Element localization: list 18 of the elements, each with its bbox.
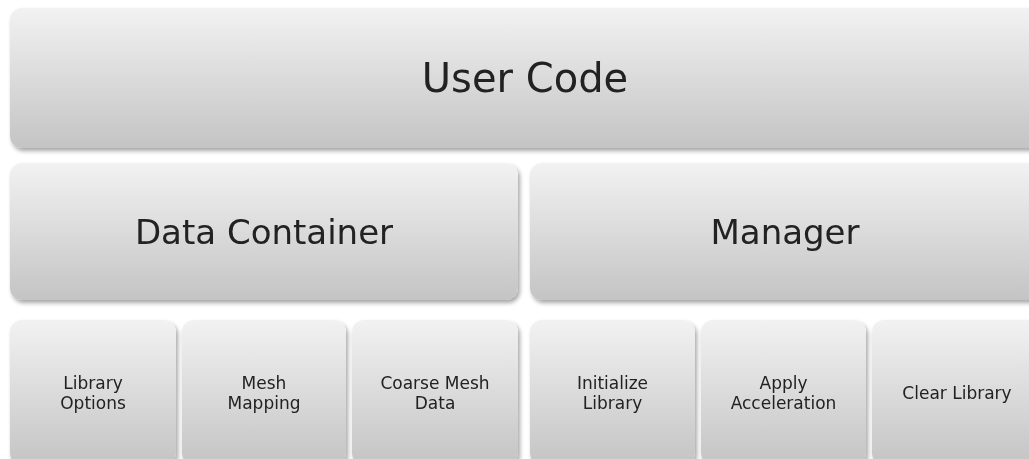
component-block (10, 320, 176, 459)
component-block (352, 320, 518, 459)
component-block (530, 320, 695, 459)
layer-block (530, 163, 1029, 300)
component-block (872, 320, 1029, 459)
block-label: User Code (421, 55, 629, 101)
block-label: Data Container (134, 211, 394, 252)
block-label: Library Options (59, 372, 127, 413)
layer-block (10, 8, 1029, 148)
block-label: Coarse Mesh Data (379, 372, 491, 413)
block-label: Manager (710, 211, 860, 252)
block-label: Mesh Mapping (226, 372, 302, 413)
block-label: Initialize Library (575, 372, 650, 413)
block-label: Apply Acceleration (729, 372, 838, 413)
layer-block (10, 163, 518, 300)
component-block (182, 320, 346, 459)
block-label: Clear Library (902, 382, 1012, 403)
component-block (701, 320, 866, 459)
